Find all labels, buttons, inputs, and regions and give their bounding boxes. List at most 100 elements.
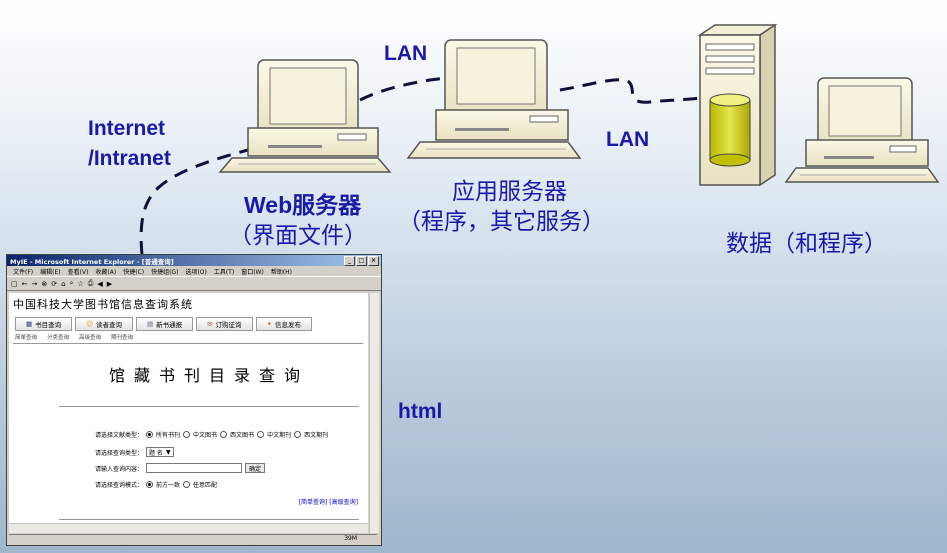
nav-tab-info[interactable]: ✦信息发布 — [255, 317, 312, 331]
radio-cn-books[interactable] — [183, 431, 191, 438]
refresh-icon[interactable]: ⟳ — [51, 279, 58, 288]
query-mode-label: 请选择查询模式： — [95, 482, 144, 489]
vertical-scrollbar[interactable] — [369, 293, 379, 533]
radio-all-label: 所有书刊 — [156, 432, 181, 439]
memory-status: 39M — [344, 535, 357, 542]
nav-tab-label: 新书通报 — [156, 321, 183, 329]
confirm-button[interactable]: 确定 — [245, 463, 266, 473]
back-icon[interactable]: ← — [21, 279, 28, 288]
menu-tools[interactable]: 工具(T) — [213, 268, 235, 276]
radio-west-journals[interactable] — [294, 431, 302, 438]
query-links[interactable]: [简单查询] [高级查询] — [298, 499, 358, 506]
radio-west-books[interactable] — [220, 431, 228, 438]
info-icon: ✦ — [266, 320, 272, 328]
browser-window: MyIE - Microsoft Internet Explorer - [普通… — [6, 254, 382, 546]
prev-page-icon[interactable]: ◀ — [97, 279, 103, 288]
favorites-icon[interactable]: ☆ — [77, 279, 84, 288]
application-server-computer-icon — [406, 39, 582, 159]
app-server-label: 应用服务器 — [452, 178, 567, 204]
web-server-label: Web服务器 — [244, 192, 362, 218]
menu-edit[interactable]: 编辑(E) — [40, 268, 61, 276]
nav-tab-new-books[interactable]: ▤新书通报 — [135, 317, 194, 331]
lan-label-right: LAN — [606, 128, 650, 151]
book-icon: ▦ — [26, 320, 33, 328]
menu-view[interactable]: 查看(V) — [67, 268, 89, 276]
data-label: 数据（和程序） — [726, 230, 887, 256]
nav-tab-label: 信息发布 — [275, 321, 301, 329]
horizontal-scrollbar[interactable] — [9, 523, 368, 533]
query-type-row: 请选择查询类型： 题 名▼ — [95, 447, 174, 457]
sub-nav-category[interactable]: 分类查询 — [47, 335, 70, 341]
intranet-label: /Intranet — [88, 147, 171, 170]
sub-nav-simple[interactable]: 简单查询 — [15, 335, 38, 341]
radio-prefix[interactable] — [146, 481, 154, 488]
browser-title-bar: MyIE - Microsoft Internet Explorer - [普通… — [7, 255, 381, 266]
menu-window[interactable]: 窗口(W) — [241, 268, 264, 276]
next-page-icon[interactable]: ▶ — [106, 279, 113, 288]
html-label: html — [398, 400, 443, 423]
radio-cn-journals[interactable] — [257, 431, 265, 438]
site-nav-tabs: ▦书目查询 ☺读者查询 ▤新书通报 ✉订购征询 ✦信息发布 — [15, 317, 312, 331]
new-page-icon[interactable]: ▢ — [11, 279, 18, 288]
menu-shortcut-group[interactable]: 快捷组(G) — [151, 268, 179, 276]
app-server-sublabel: （程序，其它服务） — [398, 208, 605, 234]
query-type-label: 请选择查询类型： — [95, 449, 144, 457]
print-icon[interactable]: ⎙ — [87, 279, 94, 287]
database-server-tower-icon — [697, 23, 778, 187]
sub-nav-journal[interactable]: 期刊查询 — [111, 335, 134, 341]
browser-menu-bar: 文件(F) 编辑(E) 查看(V) 收藏(A) 快捷(C) 快捷组(G) 选项(… — [7, 266, 381, 277]
query-type-select[interactable]: 题 名▼ — [146, 447, 174, 457]
newspaper-icon: ▤ — [146, 320, 154, 328]
internet-label: Internet — [88, 117, 166, 140]
reader-icon: ☺ — [86, 320, 93, 328]
site-title: 中国科技大学图书馆信息查询系统 — [13, 298, 193, 311]
query-input[interactable] — [146, 463, 243, 473]
search-icon[interactable]: ⌕ — [69, 279, 74, 287]
menu-shortcut[interactable]: 快捷(C) — [123, 268, 145, 276]
minimize-icon[interactable]: _ — [344, 256, 355, 266]
doc-type-label: 请选择文献类型： — [95, 432, 144, 439]
forward-icon[interactable]: → — [31, 279, 38, 288]
divider — [59, 519, 359, 520]
query-mode-row: 请选择查询模式： 前方一致 任意匹配 — [95, 480, 217, 489]
maximize-icon[interactable]: □ — [356, 256, 367, 266]
radio-west-books-label: 西文图书 — [230, 432, 255, 439]
nav-tab-reader-search[interactable]: ☺读者查询 — [75, 317, 133, 331]
menu-options[interactable]: 选项(O) — [185, 268, 207, 276]
nav-tab-book-search[interactable]: ▦书目查询 — [15, 317, 73, 331]
internet-connection-line — [139, 148, 249, 256]
nav-tab-label: 书目查询 — [35, 321, 62, 329]
page-title: 馆藏书刊目录查询 — [109, 366, 310, 385]
divider — [13, 343, 363, 344]
nav-tab-order[interactable]: ✉订购征询 — [196, 317, 253, 331]
doc-type-row: 请选择文献类型： 所有书刊 中文图书 西文图书 中文期刊 西文期刊 — [95, 430, 328, 439]
radio-all[interactable] — [146, 431, 154, 438]
nav-tab-label: 读者查询 — [95, 321, 122, 329]
web-server-sublabel: （界面文件） — [229, 222, 367, 248]
sub-nav-advanced[interactable]: 高级查询 — [79, 335, 102, 341]
radio-any[interactable] — [183, 481, 191, 488]
radio-west-journals-label: 西文期刊 — [304, 432, 329, 439]
menu-favorites[interactable]: 收藏(A) — [95, 268, 117, 276]
menu-help[interactable]: 帮助(H) — [270, 268, 293, 276]
order-icon: ✉ — [207, 320, 213, 328]
close-icon[interactable]: × — [368, 256, 379, 266]
home-icon[interactable]: ⌂ — [61, 279, 66, 288]
radio-prefix-label: 前方一致 — [156, 482, 181, 489]
chevron-down-icon: ▼ — [165, 448, 171, 456]
radio-any-label: 任意匹配 — [193, 482, 218, 489]
sub-nav: 简单查询 分类查询 高级查询 期刊查询 — [15, 333, 133, 341]
lan-label-top: LAN — [384, 42, 428, 65]
data-workstation-computer-icon — [784, 77, 940, 183]
query-type-value: 题 名 — [149, 449, 163, 457]
browser-title: MyIE - Microsoft Internet Explorer - [普通… — [10, 257, 174, 266]
nav-tab-label: 订购征询 — [215, 321, 242, 329]
radio-cn-journals-label: 中文期刊 — [267, 432, 292, 439]
divider — [59, 406, 359, 407]
menu-file[interactable]: 文件(F) — [13, 268, 34, 276]
web-server-computer-icon — [218, 59, 392, 173]
browser-content: 中国科技大学图书馆信息查询系统 ▦书目查询 ☺读者查询 ▤新书通报 ✉订购征询 … — [9, 293, 368, 533]
stop-icon[interactable]: ⊗ — [41, 279, 48, 288]
radio-cn-books-label: 中文图书 — [193, 432, 218, 439]
